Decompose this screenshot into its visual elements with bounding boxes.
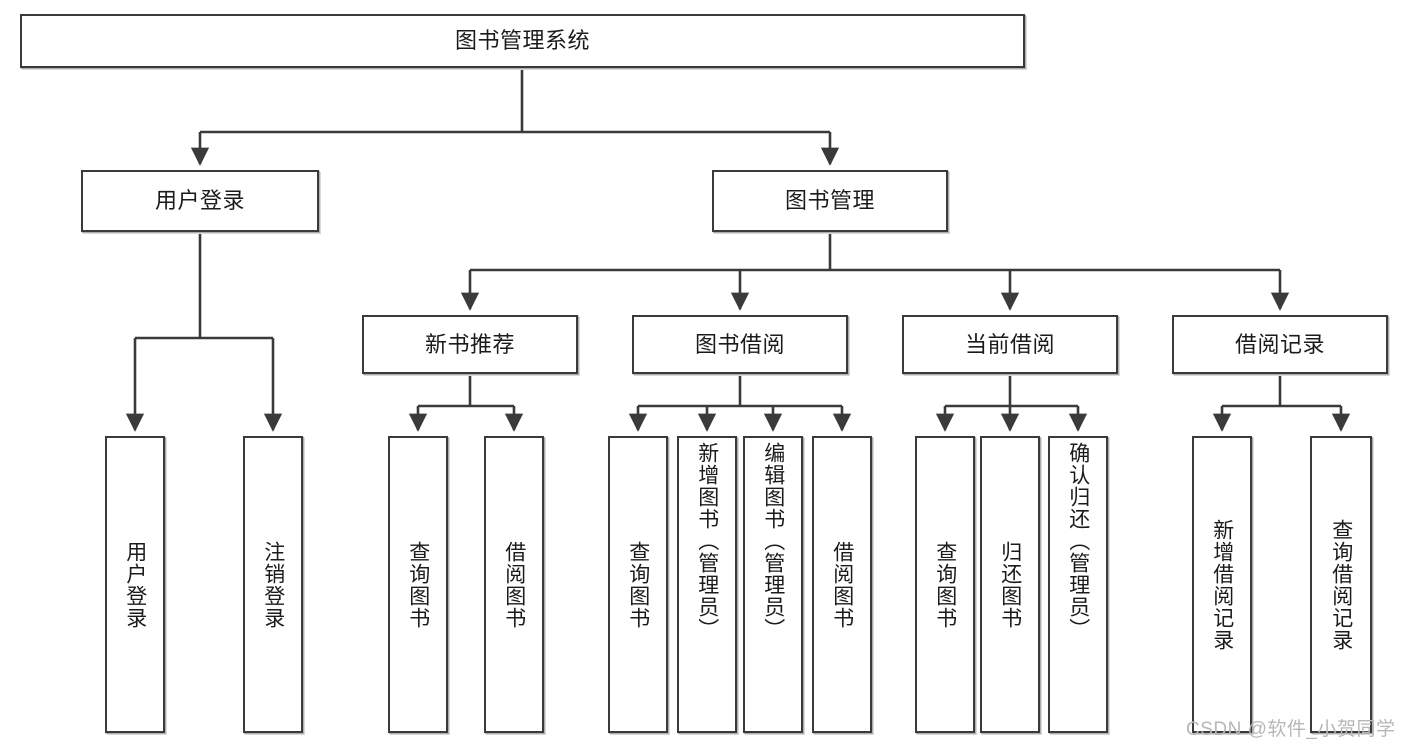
leaf-node-label: 注销登录 <box>261 540 285 629</box>
leaf-node[interactable]: 用户登录 <box>105 436 165 733</box>
node-book-management[interactable]: 图书管理 <box>712 170 948 232</box>
node-book-borrow[interactable]: 图书借阅 <box>632 315 848 374</box>
leaf-node-label: 查询借阅记录 <box>1329 518 1353 651</box>
leaf-node[interactable]: 查询图书 <box>388 436 448 733</box>
leaf-node-label: 借阅图书 <box>830 540 854 629</box>
node-book-borrow-label: 图书借阅 <box>694 331 785 357</box>
leaf-node[interactable]: 注销登录 <box>243 436 303 733</box>
node-current-borrow[interactable]: 当前借阅 <box>902 315 1118 374</box>
node-user-login-label: 用户登录 <box>154 188 245 214</box>
leaf-node-label: 确认归还（管理员） <box>1066 442 1090 640</box>
node-book-management-label: 图书管理 <box>784 188 875 214</box>
node-root[interactable]: 图书管理系统 <box>20 14 1025 68</box>
node-new-book-recommend[interactable]: 新书推荐 <box>362 315 578 374</box>
leaf-node-label: 查询图书 <box>626 540 650 629</box>
node-new-book-recommend-label: 新书推荐 <box>424 331 515 357</box>
node-borrow-record-label: 借阅记录 <box>1234 331 1325 357</box>
leaf-node-label: 新增借阅记录 <box>1210 518 1234 651</box>
leaf-node-label: 查询图书 <box>933 540 957 629</box>
node-borrow-record[interactable]: 借阅记录 <box>1172 315 1388 374</box>
leaf-node[interactable]: 查询借阅记录 <box>1310 436 1372 733</box>
leaf-node[interactable]: 借阅图书 <box>484 436 544 733</box>
leaf-node[interactable]: 归还图书 <box>980 436 1040 733</box>
node-current-borrow-label: 当前借阅 <box>964 331 1055 357</box>
leaf-node[interactable]: 查询图书 <box>915 436 975 733</box>
node-root-label: 图书管理系统 <box>454 28 590 54</box>
leaf-node[interactable]: 编辑图书（管理员） <box>743 436 803 733</box>
leaf-node[interactable]: 确认归还（管理员） <box>1048 436 1108 733</box>
leaf-node-label: 借阅图书 <box>502 540 526 629</box>
leaf-node[interactable]: 查询图书 <box>608 436 668 733</box>
leaf-node[interactable]: 新增借阅记录 <box>1192 436 1252 733</box>
leaf-node-label: 用户登录 <box>123 540 147 629</box>
leaf-node[interactable]: 新增图书（管理员） <box>677 436 737 733</box>
leaf-node-label: 编辑图书（管理员） <box>761 442 785 640</box>
node-user-login[interactable]: 用户登录 <box>81 170 319 232</box>
leaf-node-label: 查询图书 <box>406 540 430 629</box>
leaf-node[interactable]: 借阅图书 <box>812 436 872 733</box>
leaf-node-label: 新增图书（管理员） <box>695 442 719 640</box>
leaf-node-label: 归还图书 <box>998 540 1022 629</box>
